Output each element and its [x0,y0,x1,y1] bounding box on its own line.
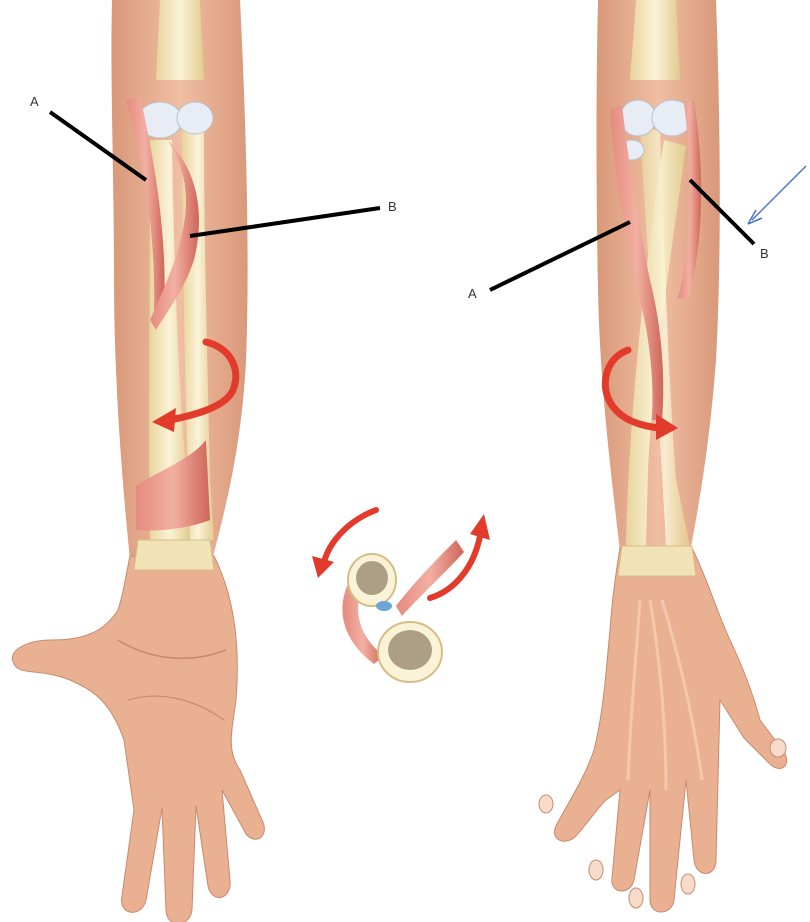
right-wrist-carpals [618,546,696,576]
left-elbow-cartilage [177,102,213,134]
left-wrist-carpals [134,540,214,570]
right-label-b: B [760,246,769,261]
pointer-arrow-shaft [752,166,806,220]
right-fingernail [681,874,695,894]
cross-section-ulna-marrow [388,630,432,670]
cross-section-muscle-fibers [396,540,464,616]
right-forearm [539,0,787,912]
left-forearm [12,0,264,922]
right-elbow-cartilage [620,100,656,136]
right-fingernail [770,739,786,757]
right-fingernail [539,795,553,813]
right-fingernail [629,888,643,908]
cross-section-radius-marrow [356,561,388,595]
right-fingernail [589,860,603,880]
cross-section-diagram [312,510,490,682]
left-label-a: A [30,94,39,109]
left-hand-palm [12,556,264,922]
cross-section-right-arrowhead [470,514,490,540]
right-humerus [630,0,680,80]
right-hand-back [554,548,786,912]
left-label-b: B [388,199,397,214]
right-label-a: A [468,286,477,301]
left-humerus [156,0,204,80]
cross-section-ligament [376,601,392,611]
cross-section-left-arrowhead [312,556,334,578]
